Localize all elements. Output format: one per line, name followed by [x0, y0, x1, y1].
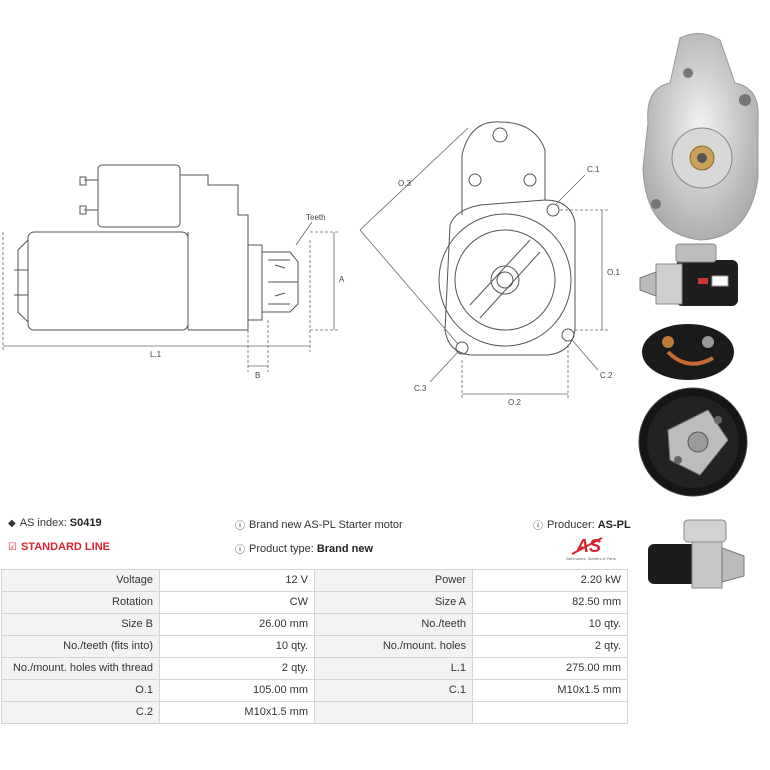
product-type: ⓘ Product type: Brand new	[235, 542, 374, 557]
product-photo-rear	[638, 387, 748, 497]
spec-label: Voltage	[1, 569, 160, 592]
spec-label: No./mount. holes	[314, 635, 473, 658]
front-view-drawing	[438, 121, 576, 356]
spec-label: C.2	[1, 701, 160, 724]
spec-value: 2.20 kW	[472, 569, 628, 592]
tag-icon: ◆	[8, 517, 16, 529]
spec-value: M10x1.5 mm	[159, 701, 315, 724]
technical-drawing: Teeth A L.1 B O.3 C.1 O.1 C.3 C.2 O.2	[2, 121, 620, 407]
spec-label: Rotation	[1, 591, 160, 614]
info-icon: ⓘ	[235, 521, 245, 532]
spec-label	[314, 701, 473, 724]
product-photo-side	[639, 243, 738, 306]
dimension-o3-label: O.3	[398, 179, 411, 188]
dimension-a-label: A	[339, 275, 345, 284]
dimension-o2-label: O.2	[508, 398, 521, 407]
spec-value: 26.00 mm	[159, 613, 315, 636]
product-type-value: Brand new	[316, 542, 374, 555]
dimension-c2-label: C.2	[600, 371, 613, 380]
spec-value: 275.00 mm	[472, 657, 628, 680]
spec-value: 10 qty.	[472, 613, 628, 636]
teeth-label: Teeth	[306, 213, 326, 222]
spec-label: No./teeth (fits into)	[1, 635, 160, 658]
spec-label: Size B	[1, 613, 160, 636]
dimension-l1-label: L.1	[150, 350, 162, 359]
spec-value: 2 qty.	[159, 657, 315, 680]
product-photo-angled	[648, 519, 745, 589]
as-index-value: S0419	[69, 517, 102, 529]
spec-value: 12 V	[159, 569, 315, 592]
spec-label: O.1	[1, 679, 160, 702]
brand-new-info: ⓘ Brand new AS-PL Starter motor	[235, 518, 403, 533]
as-index: ◆ AS index: S0419	[8, 517, 102, 529]
info-icon: ⓘ	[533, 521, 543, 532]
svg-text:Alternators, Starters & Parts: Alternators, Starters & Parts	[566, 556, 616, 561]
dimension-o1-label: O.1	[607, 268, 620, 277]
spec-label: Size A	[314, 591, 473, 614]
spec-value: 105.00 mm	[159, 679, 315, 702]
spec-label: L.1	[314, 657, 473, 680]
checkbox-icon: ☑	[8, 541, 17, 553]
producer: ⓘ Producer: AS-PL	[533, 518, 631, 533]
product-photo-front	[642, 33, 759, 241]
dimension-c3-label: C.3	[414, 384, 427, 393]
side-view-drawing	[14, 164, 299, 331]
spec-value: CW	[159, 591, 315, 614]
product-photo-solenoid	[642, 324, 734, 380]
spec-value: 82.50 mm	[472, 591, 628, 614]
dimension-b-label: B	[255, 371, 260, 380]
as-pl-logo: AS Alternators, Starters & Parts	[566, 536, 616, 561]
spec-value: M10x1.5 mm	[472, 679, 628, 702]
spec-label: Power	[314, 569, 473, 592]
table-row: No./teeth (fits into)10 qty.No./mount. h…	[1, 635, 628, 658]
dimension-c1-label: C.1	[587, 165, 600, 174]
standard-line-badge: ☑ STANDARD LINE	[8, 541, 110, 553]
spec-label: No./mount. holes with thread	[1, 657, 160, 680]
producer-value: AS-PL	[597, 518, 631, 531]
info-icon: ⓘ	[235, 545, 245, 556]
spec-value: 2 qty.	[472, 635, 628, 658]
spec-label: C.1	[314, 679, 473, 702]
spec-value	[472, 701, 628, 724]
spec-label: No./teeth	[314, 613, 473, 636]
spec-value: 10 qty.	[159, 635, 315, 658]
